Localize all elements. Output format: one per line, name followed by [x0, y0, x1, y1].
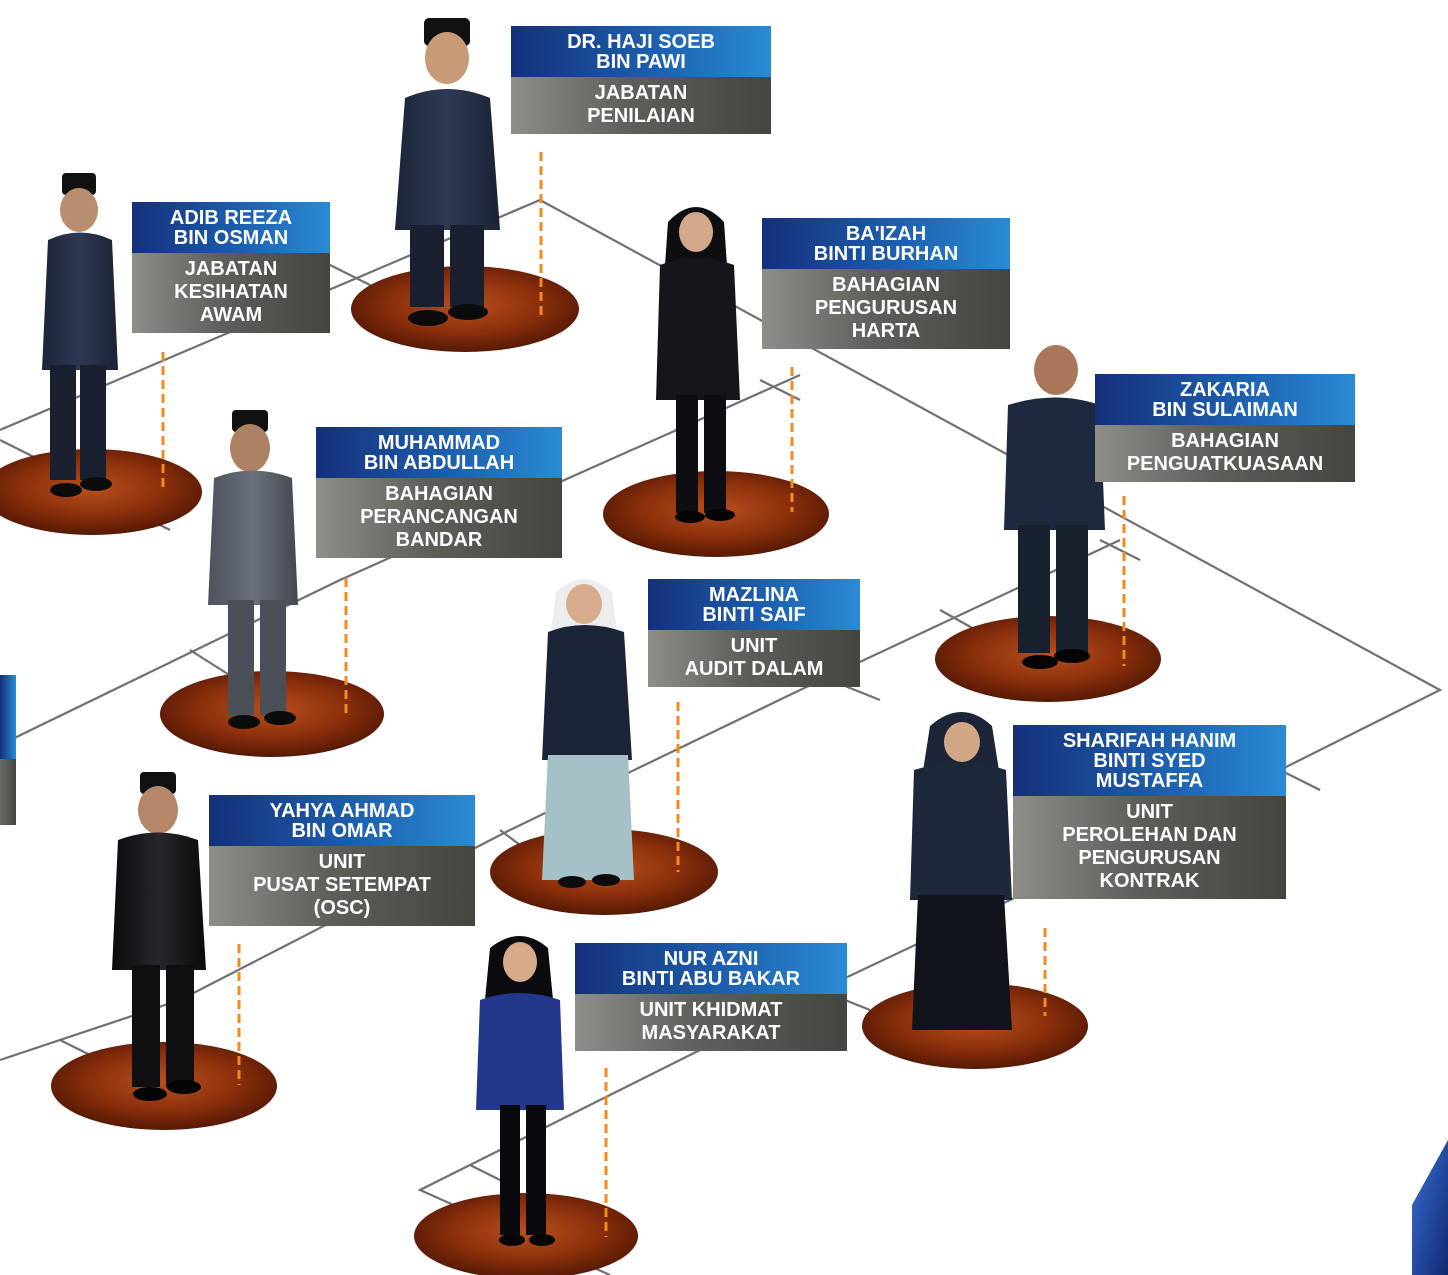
person-figure: [395, 18, 500, 326]
member-name: DR. HAJI SOEB BIN PAWI: [511, 26, 771, 77]
member-department: JABATAN KESIHATAN AWAM: [132, 253, 330, 333]
member-name: NUR AZNI BINTI ABU BAKAR: [575, 943, 847, 994]
member-name: ADIB REEZA BIN OSMAN: [132, 202, 330, 253]
corner-accent: [1412, 1140, 1448, 1275]
leader-lines: [161, 152, 1126, 1237]
person-figure: [42, 173, 118, 497]
member-card-muhammad: MUHAMMAD BIN ABDULLAH BAHAGIAN PERANCANG…: [316, 427, 562, 558]
person-figure: [476, 936, 564, 1246]
member-department: UNIT PEROLEHAN DAN PENGURUSAN KONTRAK: [1013, 796, 1286, 899]
platform: [51, 1042, 277, 1130]
member-name: ZAKARIA BIN SULAIMAN: [1095, 374, 1355, 425]
person-figure: [1004, 345, 1105, 669]
member-card-baizah: BA'IZAH BINTI BURHAN BAHAGIAN PENGURUSAN…: [762, 218, 1010, 349]
member-department: JABATAN PENILAIAN: [511, 77, 771, 134]
person-figures: [42, 18, 1105, 1246]
member-department: BAHAGIAN PERANCANGAN BANDAR: [316, 478, 562, 558]
member-card-sharifah: SHARIFAH HANIM BINTI SYED MUSTAFFA UNIT …: [1013, 725, 1286, 899]
member-department: BAHAGIAN PENGURUSAN HARTA: [762, 269, 1010, 349]
member-department: UNIT PUSAT SETEMPAT (OSC): [209, 846, 475, 926]
member-card-zakaria: ZAKARIA BIN SULAIMAN BAHAGIAN PENGUATKUA…: [1095, 374, 1355, 482]
member-card-soeb: DR. HAJI SOEB BIN PAWI JABATAN PENILAIAN: [511, 26, 771, 134]
member-card-yahya: YAHYA AHMAD BIN OMAR UNIT PUSAT SETEMPAT…: [209, 795, 475, 926]
person-figure: [542, 579, 634, 888]
person-figure: [910, 712, 1012, 1030]
member-department: BAHAGIAN PENGUATKUASAAN: [1095, 425, 1355, 482]
person-figure: [208, 410, 298, 729]
clipped-card-name-band: [0, 675, 16, 759]
member-department: UNIT AUDIT DALAM: [648, 630, 860, 687]
member-department: UNIT KHIDMAT MASYARAKAT: [575, 994, 847, 1051]
member-name: MUHAMMAD BIN ABDULLAH: [316, 427, 562, 478]
member-card-mazlina: MAZLINA BINTI SAIF UNIT AUDIT DALAM: [648, 579, 860, 687]
member-card-adib: ADIB REEZA BIN OSMAN JABATAN KESIHATAN A…: [132, 202, 330, 333]
clipped-card-dept-band: [0, 759, 16, 825]
person-figure: [112, 772, 206, 1101]
member-name: SHARIFAH HANIM BINTI SYED MUSTAFFA: [1013, 725, 1286, 796]
member-name: MAZLINA BINTI SAIF: [648, 579, 860, 630]
member-card-nurazni: NUR AZNI BINTI ABU BAKAR UNIT KHIDMAT MA…: [575, 943, 847, 1051]
member-name: YAHYA AHMAD BIN OMAR: [209, 795, 475, 846]
person-figure: [656, 207, 740, 523]
member-name: BA'IZAH BINTI BURHAN: [762, 218, 1010, 269]
